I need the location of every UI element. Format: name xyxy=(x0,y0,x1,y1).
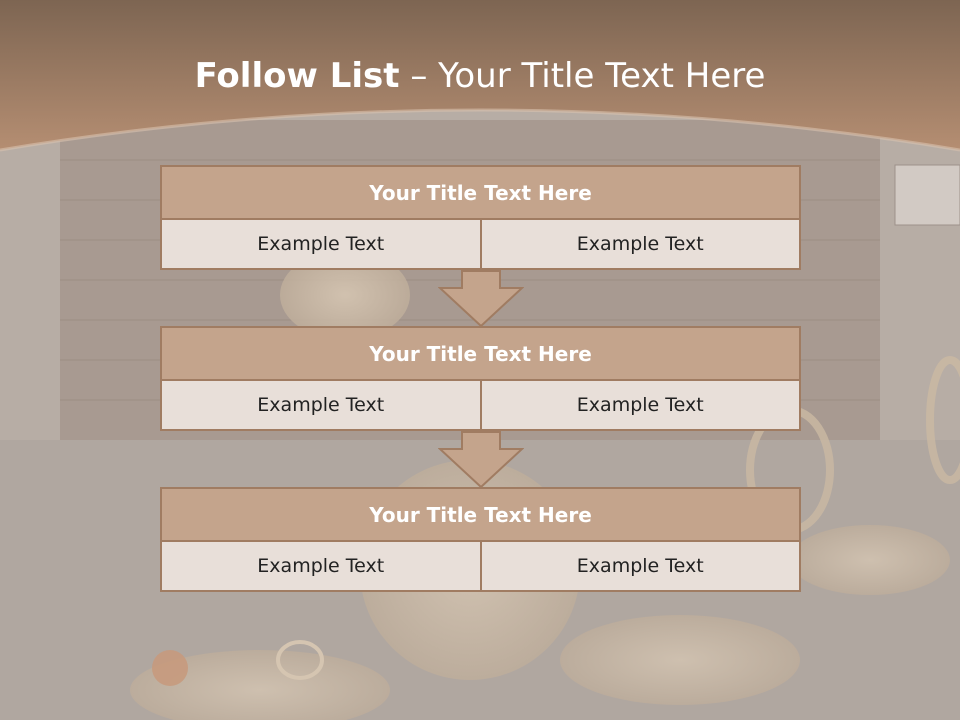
step-2-right-cell: Example Text xyxy=(481,381,801,431)
step-block-2: Your Title Text Here Example Text Exampl… xyxy=(160,326,801,431)
step-title-3: Your Title Text Here xyxy=(160,487,801,542)
step-2-left-cell: Example Text xyxy=(160,381,482,431)
down-arrow-icon xyxy=(438,431,524,489)
step-title-1: Your Title Text Here xyxy=(160,165,801,220)
title-bold: Follow List xyxy=(194,56,400,96)
step-1-left-cell: Example Text xyxy=(160,220,482,270)
step-row-1: Example Text Example Text xyxy=(160,220,801,270)
step-3-right-cell: Example Text xyxy=(481,542,801,592)
step-block-3: Your Title Text Here Example Text Exampl… xyxy=(160,487,801,592)
step-title-2: Your Title Text Here xyxy=(160,326,801,381)
down-arrow-icon xyxy=(438,270,524,328)
step-3-left-cell: Example Text xyxy=(160,542,482,592)
slide-title: Follow List – Your Title Text Here xyxy=(0,50,960,102)
step-block-1: Your Title Text Here Example Text Exampl… xyxy=(160,165,801,270)
step-1-right-cell: Example Text xyxy=(481,220,801,270)
step-row-3: Example Text Example Text xyxy=(160,542,801,592)
title-rest: – Your Title Text Here xyxy=(399,56,766,96)
step-row-2: Example Text Example Text xyxy=(160,381,801,431)
